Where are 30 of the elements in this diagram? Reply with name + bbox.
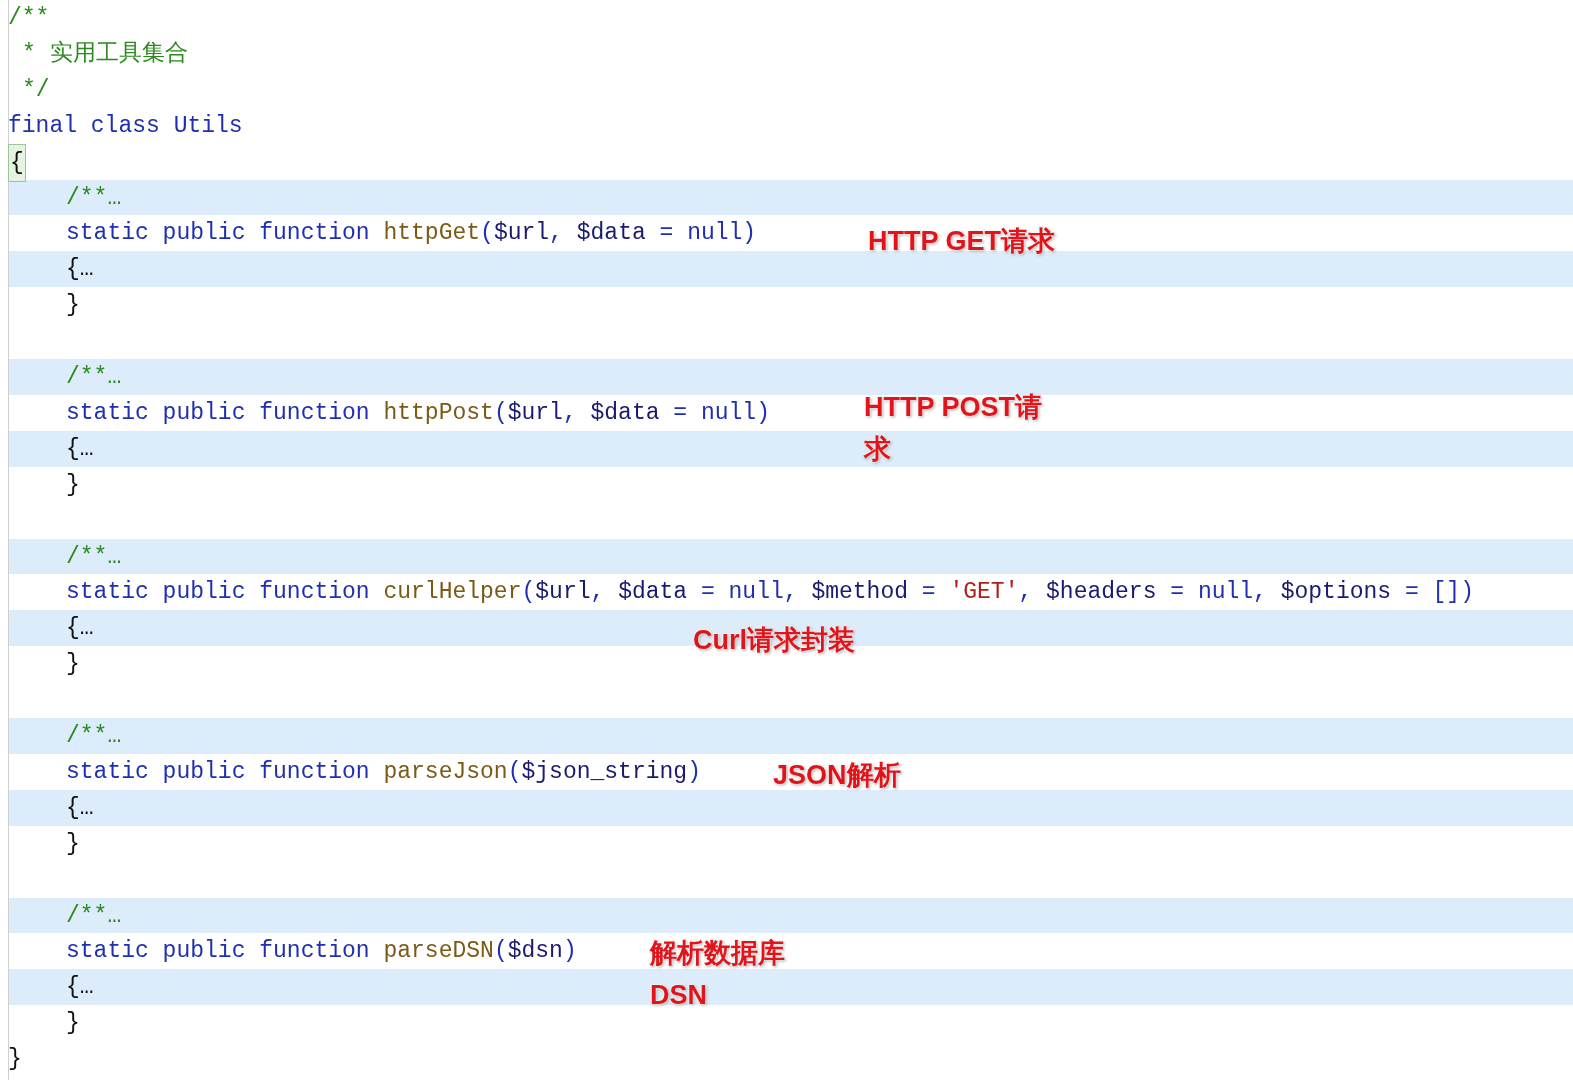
code-line: {… (66, 793, 94, 823)
code-line: {… (66, 255, 94, 285)
code-line: } (66, 1009, 80, 1039)
code-line: static public function httpGet($url, $data = null) (66, 219, 757, 249)
code-comment: */ (22, 75, 50, 105)
code-line: } (8, 1045, 22, 1075)
code-comment: /**… (66, 901, 122, 931)
annotation-text: Curl请求封装 (693, 624, 856, 657)
code-line: {… (66, 434, 94, 464)
code-line: } (66, 650, 80, 680)
code-line: } (66, 470, 80, 500)
code-comment: /** (8, 4, 50, 33)
code-line: } (66, 291, 80, 321)
code-line: {… (66, 614, 94, 644)
code-comment: /**… (66, 363, 122, 392)
code-line: {… (66, 973, 94, 1003)
annotation-text: 解析数据库DSN (650, 937, 786, 1012)
code-line: } (66, 829, 80, 859)
code-line: static public function parseDSN($dsn) (66, 937, 577, 967)
code-comment: /**… (66, 542, 122, 572)
annotation-text: JSON解析 (773, 759, 902, 792)
code-line: static public function parseJson($json_string) (66, 757, 701, 787)
code-comment: /**… (66, 722, 122, 751)
code-line: static public function curlHelper($url, $data = null, $method = 'GET', $headers = null, $options = []) (66, 578, 1474, 608)
code-line: final class Utils (8, 111, 243, 141)
code-comment: /**… (66, 183, 122, 213)
code-comment: * 实用工具集合 (22, 39, 188, 69)
annotation-text: HTTP GET请求 (868, 225, 1056, 258)
annotation-text: HTTP POST请求 (864, 391, 1044, 466)
code-line: static public function httpPost($url, $data = null) (66, 398, 770, 428)
